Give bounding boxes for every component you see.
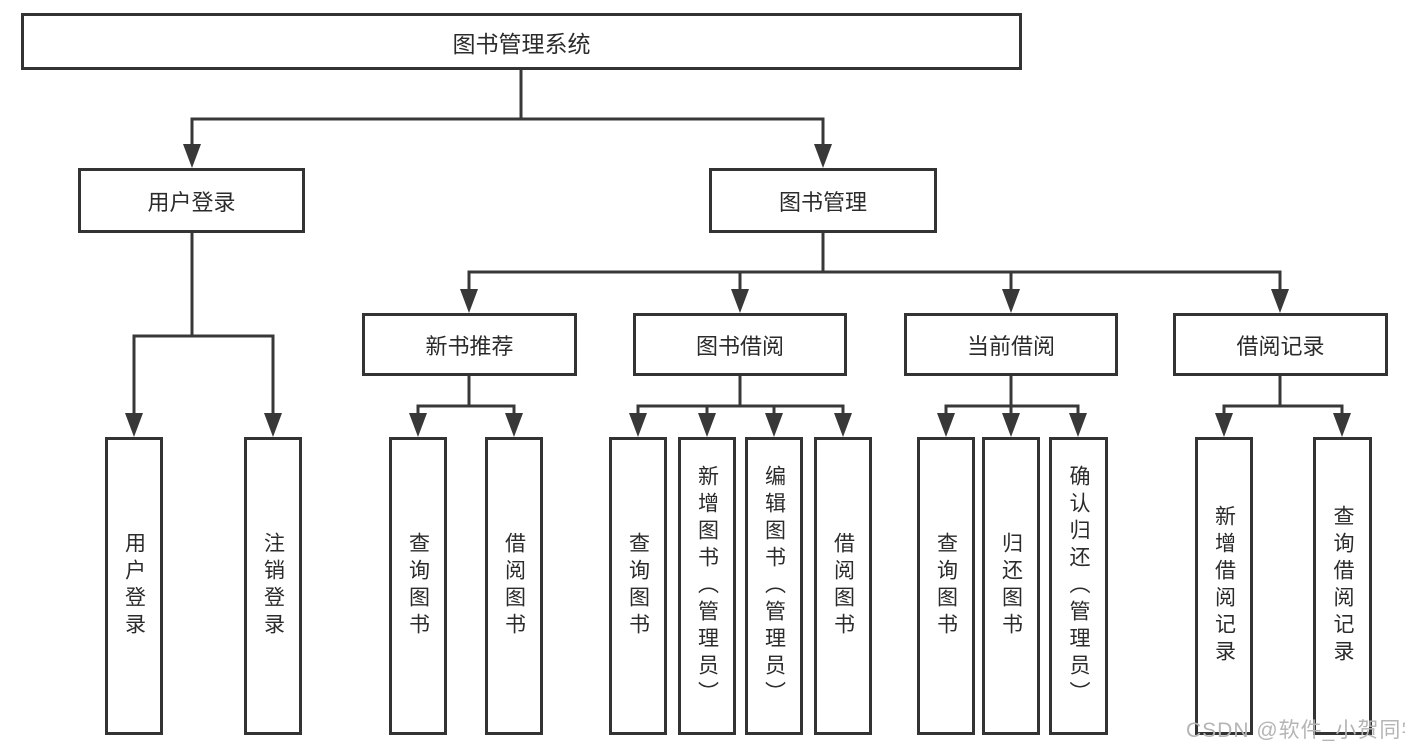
arrowhead: [1069, 413, 1087, 437]
node-leaf-query-books-borrowing-label: 查询图书: [626, 532, 650, 640]
arrowhead: [1271, 289, 1289, 313]
node-leaf-edit-book-admin: 编辑图书（管理员）: [745, 437, 803, 735]
arrowhead: [1002, 289, 1020, 313]
node-book-borrowing-label: 图书借阅: [695, 333, 784, 359]
node-user-login-label: 用户登录: [147, 189, 236, 215]
node-new-book-recommend-label: 新书推荐: [425, 333, 514, 359]
node-leaf-query-borrow-record-label: 查询借阅记录: [1331, 505, 1354, 667]
arrowhead: [834, 413, 852, 437]
node-leaf-borrow-books-borrowing-label: 借阅图书: [831, 532, 855, 640]
node-leaf-query-books-recommend-label: 查询图书: [406, 532, 430, 640]
node-leaf-add-borrow-record-label: 新增借阅记录: [1212, 505, 1236, 667]
node-leaf-query-books-borrowing: 查询图书: [609, 437, 667, 735]
node-leaf-query-books-current: 查询图书: [917, 437, 975, 735]
node-current-borrowing-label: 当前借阅: [966, 333, 1055, 359]
node-leaf-add-book-admin: 新增图书（管理员）: [678, 437, 736, 735]
connector-user-login: [132, 231, 275, 420]
arrowhead: [505, 413, 523, 437]
node-leaf-return-book-label: 归还图书: [999, 532, 1023, 640]
node-leaf-confirm-return-admin-label: 确认归还（管理员）: [1067, 464, 1090, 708]
arrowhead: [183, 144, 201, 168]
arrowhead: [1333, 413, 1351, 437]
node-root-label: 图书管理系统: [452, 30, 591, 57]
arrowhead: [460, 289, 478, 313]
node-book-borrowing: 图书借阅: [633, 313, 847, 376]
arrowhead: [1215, 413, 1233, 437]
node-leaf-user-login: 用户登录: [105, 437, 163, 735]
node-leaf-confirm-return-admin: 确认归还（管理员）: [1049, 437, 1108, 735]
node-new-book-recommend: 新书推荐: [362, 313, 577, 376]
connector-current-borrowing: [944, 374, 1080, 420]
node-leaf-add-book-admin-label: 新增图书（管理员）: [695, 464, 719, 708]
node-leaf-return-book: 归还图书: [982, 437, 1040, 735]
node-leaf-user-login-label: 用户登录: [122, 532, 146, 640]
connector-new-book-recommend: [416, 374, 516, 420]
node-leaf-add-borrow-record: 新增借阅记录: [1195, 437, 1253, 735]
arrowhead: [731, 289, 749, 313]
connector-book-borrowing: [636, 374, 845, 420]
node-book-management: 图书管理: [709, 168, 937, 233]
arrowhead: [765, 413, 783, 437]
arrowhead: [814, 144, 832, 168]
arrowheads: [125, 144, 1351, 437]
node-leaf-query-books-recommend: 查询图书: [389, 437, 447, 735]
node-leaf-borrow-books-recommend: 借阅图书: [485, 437, 543, 735]
arrowhead: [698, 413, 716, 437]
arrowhead: [264, 413, 282, 437]
node-leaf-edit-book-admin-label: 编辑图书（管理员）: [762, 464, 786, 708]
node-borrow-records-label: 借阅记录: [1236, 333, 1325, 359]
connector-root: [190, 68, 825, 152]
node-leaf-borrow-books-borrowing: 借阅图书: [814, 437, 872, 735]
node-current-borrowing: 当前借阅: [904, 313, 1118, 376]
node-leaf-query-borrow-record: 查询借阅记录: [1313, 437, 1372, 735]
node-leaf-query-books-current-label: 查询图书: [934, 532, 958, 640]
arrowhead: [1002, 413, 1020, 437]
arrowhead: [409, 413, 427, 437]
arrowhead: [629, 413, 647, 437]
node-leaf-borrow-books-recommend-label: 借阅图书: [502, 532, 526, 640]
node-book-management-label: 图书管理: [778, 189, 867, 215]
node-user-login: 用户登录: [78, 168, 305, 233]
node-borrow-records: 借阅记录: [1173, 313, 1388, 376]
arrowhead: [125, 413, 143, 437]
arrowhead: [937, 413, 955, 437]
connector-book-management: [467, 231, 1282, 297]
csdn-watermark: CSDN @软件_小贺同学: [1186, 719, 1405, 742]
node-root: 图书管理系统: [21, 13, 1022, 70]
connector-borrow-records: [1222, 374, 1344, 420]
node-leaf-logout-label: 注销登录: [261, 532, 285, 640]
node-leaf-logout: 注销登录: [244, 437, 302, 735]
